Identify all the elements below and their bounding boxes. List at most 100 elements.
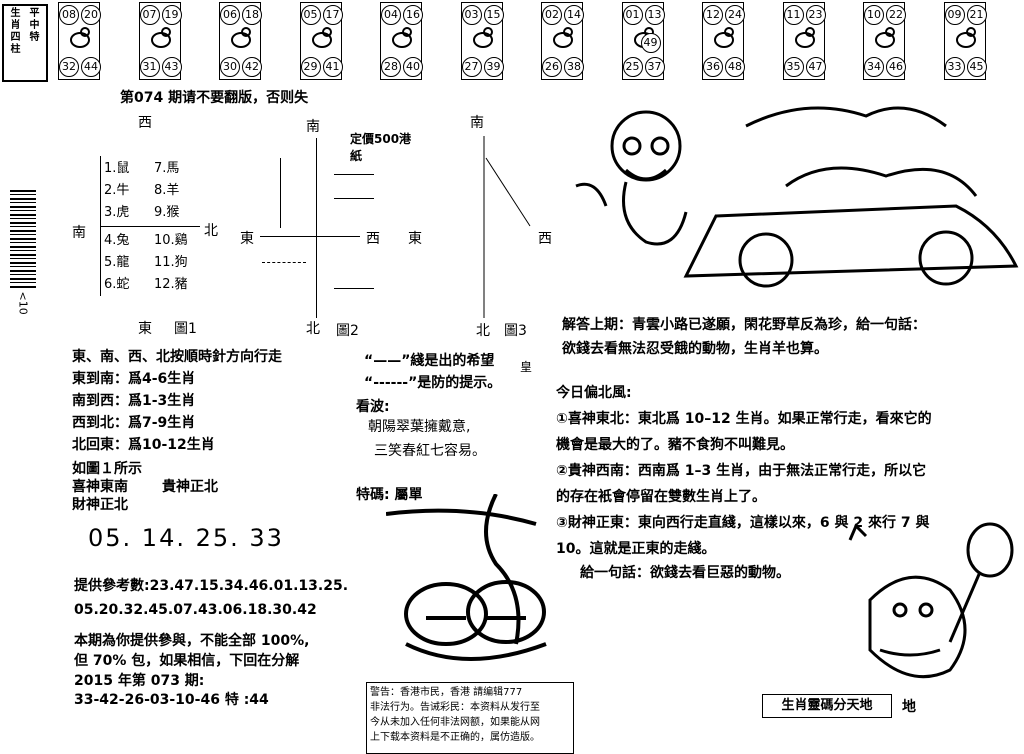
today-title: 今日偏北風: (556, 385, 632, 401)
ref-label: 提供參考數: (74, 578, 150, 594)
promise-line: 33-42-26-03-10-46 特 :44 (74, 692, 269, 708)
axis-line (280, 158, 281, 228)
barcode: <10 (10, 190, 36, 320)
zodiac-list-right: 7.馬 8.羊 9.猴 10.鷄 11.狗 12.豬 (154, 158, 188, 296)
legend-line: “------”是防的提示。 (364, 375, 502, 391)
zodiac-number: 28 (381, 57, 401, 77)
rat-icon (69, 25, 91, 51)
zodiac-item: 10.鷄 (154, 233, 188, 248)
warning-line: 上下载本资料是不正确的，属仿造版。 (370, 732, 540, 743)
zodiac-number: 19 (161, 5, 182, 25)
zodiac-number: 34 (864, 57, 884, 77)
zodiac-number: 31 (139, 57, 160, 77)
diagram-caption: 圖3 (504, 323, 527, 339)
zodiac-number: 44 (81, 57, 101, 77)
diagram-caption: 圖1 (174, 321, 197, 337)
today-line: ③財神正東：東向西行走直綫，這樣以來，6 與 2 來行 7 與 (556, 515, 930, 531)
dir-north: 北 (476, 323, 490, 339)
footer-box: 生肖靈碼分天地 (762, 694, 892, 718)
zodiac-number: 02 (542, 5, 562, 25)
dir-east: 東 (240, 231, 254, 247)
kanbo-label: 看波: (356, 399, 390, 415)
footer-tail: 地 (902, 699, 916, 715)
rule-line: 東、南、西、北按順時針方向行走 (72, 349, 282, 365)
zodiac-number: 37 (644, 57, 665, 77)
fig-note: 如圖１所示 (72, 461, 142, 477)
logo-char: 四 (10, 32, 21, 43)
dir-east: 東 (408, 231, 422, 247)
zodiac-number: 01 (622, 5, 643, 25)
logo: 生 肖 四 柱 平 中 特 (2, 4, 48, 82)
fig-note: 喜神東南 (72, 479, 128, 495)
diagram-3: 南 東 西 北 圖3 (404, 108, 564, 339)
zodiac-number: 09 (944, 5, 965, 25)
promise-line: 但 70% 包，如果相信，下回在分解 (74, 653, 300, 669)
barcode-text: <10 (16, 291, 30, 315)
monkey-car-illustration (575, 106, 1019, 288)
answer-line: 解答上期：青雲小路已遂願，閑花野草反為珍，給一句話： (562, 317, 926, 333)
zodiac-number: 17 (322, 5, 343, 25)
warning-line: 今从未加入任何非法网额，如果能从网 (370, 717, 540, 728)
frog-illustration (386, 494, 547, 661)
zodiac-number: 25 (622, 57, 643, 77)
special-code: 特碼: 屬單 (356, 487, 423, 503)
zodiac-number: 40 (403, 57, 423, 77)
zodiac-item: 3.虎 (104, 205, 130, 220)
zodiac-number: 03 (461, 5, 482, 25)
promise-line: 本期為你提供參與，不能全部 100%, (74, 633, 310, 649)
hint-line (334, 288, 374, 289)
zodiac-item: 6.蛇 (104, 277, 130, 292)
logo-char: 生 (10, 8, 21, 19)
pig-icon (955, 25, 977, 51)
warning-box: 警告：香港市民，香港 請编辑777 非法行为。告诫彩民：本资料从发行至 今从未加… (366, 682, 574, 754)
today-line: 給一句話：欲錢去看巨惡的動物。 (580, 565, 790, 581)
ref-numbers: 23.47.15.34.46.01.13.25. (149, 578, 349, 594)
zodiac-item: 7.馬 (154, 161, 180, 176)
dir-south: 南 (470, 115, 484, 131)
zodiac-number: 06 (220, 5, 240, 25)
logo-char: 特 (29, 32, 40, 43)
rule-line: 北回東：爲10-12生肖 (72, 437, 215, 453)
zodiac-item: 2.牛 (104, 183, 130, 198)
today-line: ②貴神西南：西南爲 1–3 生肖，由于無法正常行走，所以它 (556, 463, 927, 479)
zodiac-item: 12.豬 (154, 277, 188, 292)
hint-line (334, 174, 374, 175)
zodiac-number: 08 (59, 5, 79, 25)
tiger-icon (230, 25, 252, 51)
price-label: 定價500港紙 (350, 132, 412, 163)
promise-line: 2015 年第 073 期: (74, 673, 205, 689)
legend-tail: 皇 (520, 360, 533, 374)
warning-line: 警告：香港市民，香港 請编辑777 (370, 687, 523, 698)
ref-line-2: 05.20.32.45.07.43.06.18.30.42 (74, 602, 317, 618)
zodiac-number: 46 (886, 57, 906, 77)
zodiac-number: 42 (242, 57, 262, 77)
zodiac-number: 49 (640, 33, 661, 53)
axis-line (100, 226, 200, 227)
zodiac-item: 5.龍 (104, 255, 130, 270)
zodiac-number: 16 (403, 5, 423, 25)
zodiac-number: 27 (461, 57, 482, 77)
zodiac-number: 04 (381, 5, 401, 25)
axis-line (260, 236, 360, 237)
zodiac-number: 47 (805, 57, 826, 77)
dir-south: 南 (72, 225, 86, 241)
rabbit-icon (311, 25, 333, 51)
logo-char: 平 (29, 8, 40, 19)
dir-east: 東 (138, 321, 152, 337)
zodiac-number: 48 (725, 57, 745, 77)
zodiac-item: 4.兔 (104, 233, 130, 248)
zodiac-number: 39 (483, 57, 504, 77)
zodiac-item: 11.狗 (154, 255, 188, 270)
logo-char: 柱 (10, 44, 21, 55)
dir-north: 北 (306, 321, 320, 337)
zodiac-number: 07 (139, 5, 160, 25)
rooster-icon (794, 25, 816, 51)
